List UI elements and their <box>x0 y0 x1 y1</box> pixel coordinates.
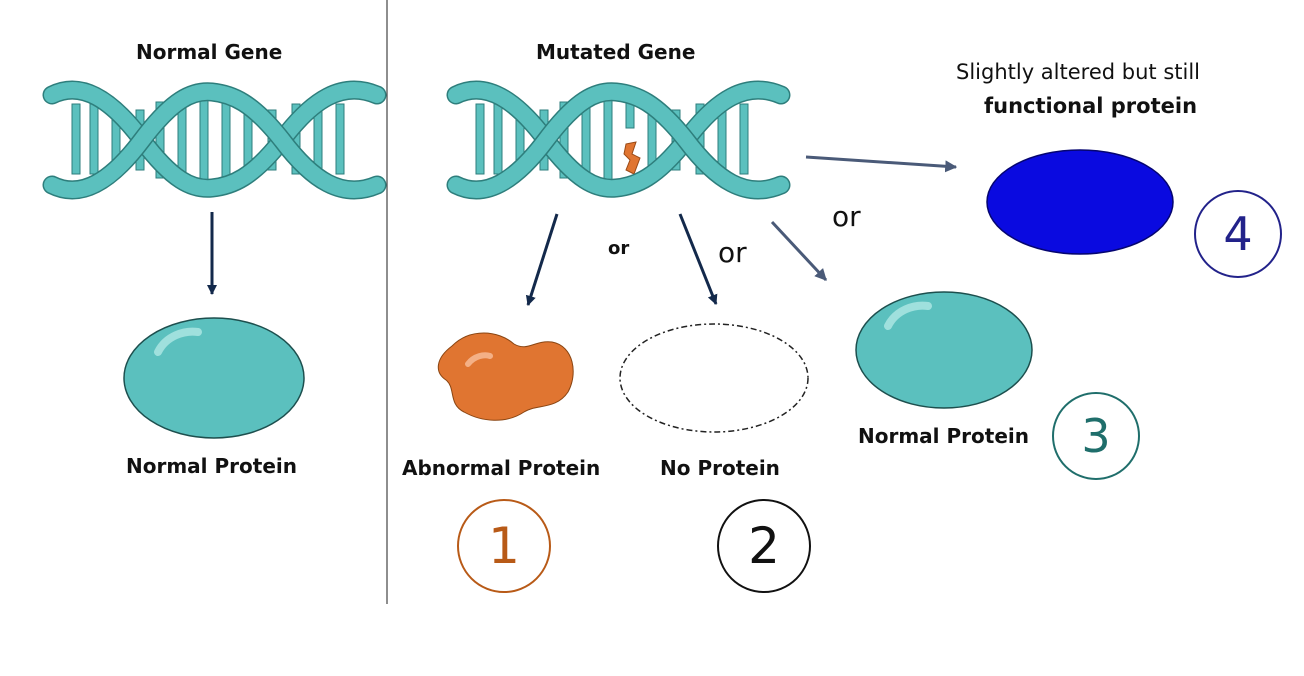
outcome-number-1: 1 <box>457 499 551 593</box>
no-protein-outline <box>619 323 809 433</box>
label-normal-gene: Normal Gene <box>136 40 283 64</box>
outcome-number-3: 3 <box>1052 392 1140 480</box>
connector-or-2: or <box>718 236 747 269</box>
outcome-number-4: 4 <box>1194 190 1282 278</box>
connector-or-3: or <box>832 200 861 233</box>
connector-or-1: or <box>608 238 630 259</box>
label-no-protein: No Protein <box>660 456 780 480</box>
arrow-to-no-protein <box>678 213 718 305</box>
label-altered-line1: Slightly altered but still <box>956 60 1200 84</box>
label-normal-protein-left: Normal Protein <box>126 454 297 478</box>
label-normal-protein-right: Normal Protein <box>858 424 1029 448</box>
mutation-fragment-icon <box>623 141 641 175</box>
normal-protein-shape-left <box>123 317 305 439</box>
label-abnormal-protein: Abnormal Protein <box>402 456 601 480</box>
label-mutated-gene: Mutated Gene <box>536 40 696 64</box>
normal-protein-shape-right <box>855 291 1033 409</box>
label-altered-line2: functional protein <box>984 94 1198 118</box>
mutated-dna-icon <box>446 80 791 200</box>
functional-protein-shape <box>986 149 1174 255</box>
normal-dna-icon <box>42 80 387 200</box>
arrow-to-normal-protein <box>770 220 828 282</box>
arrow-to-functional-protein <box>805 155 958 173</box>
outcome-number-2: 2 <box>717 499 811 593</box>
abnormal-protein-shape <box>437 332 574 421</box>
arrow-to-abnormal-protein <box>525 213 559 306</box>
